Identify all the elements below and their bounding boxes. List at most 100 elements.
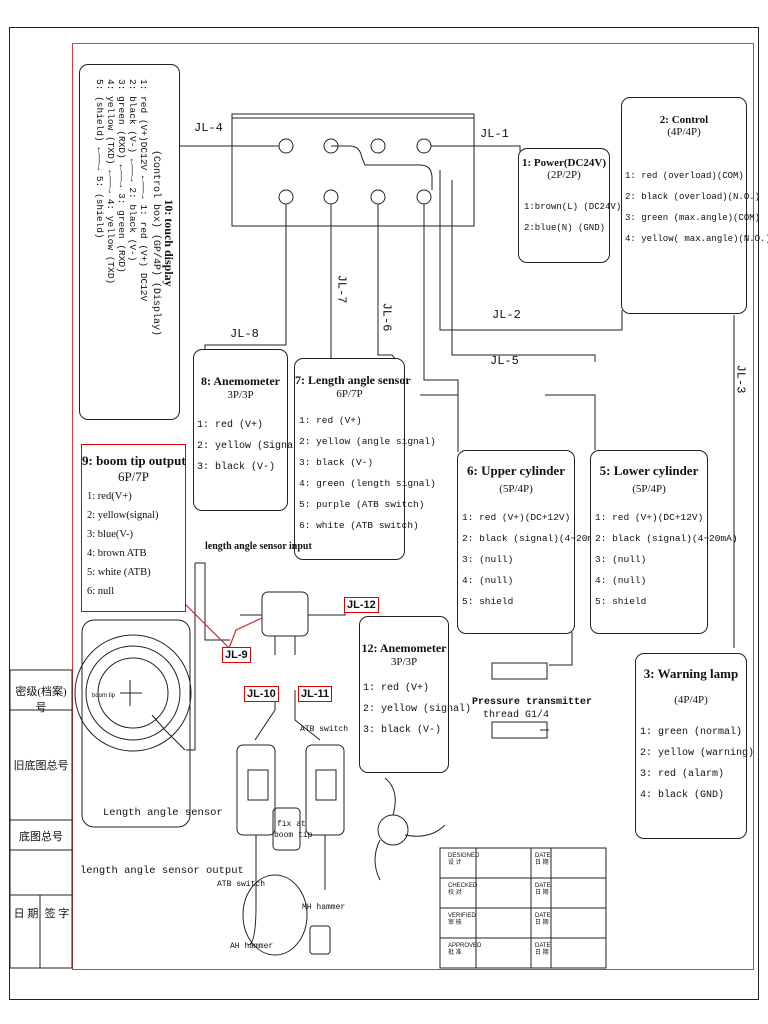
connector-jl6: JL-6 — [379, 302, 394, 332]
control-sub: (4P/4P) — [667, 126, 701, 138]
side-cell-4: 日 期 — [13, 908, 39, 920]
connector-jl11: JL-11 — [298, 686, 333, 702]
ah-hammer-label: AH hammer — [230, 942, 274, 951]
power-sub: (2P/2P) — [547, 169, 581, 181]
boom-tip-small-label: boom tip — [92, 693, 116, 699]
side-cell-5: 签 字 — [44, 908, 70, 920]
warning-lamp-sub: (4P/4P) — [674, 694, 708, 706]
length-angle-pin: 2: yellow (angle signal) — [299, 436, 436, 447]
control-pin: 1: red (overload)(COM) — [625, 171, 744, 181]
upper-cylinder-pin: 5: shield — [462, 596, 514, 607]
red-frame — [72, 43, 754, 970]
length-angle-pin: 3: black (V-) — [299, 457, 374, 468]
connector-jl10: JL-10 — [244, 686, 279, 702]
touch-display-title: 10: touch display — [162, 199, 176, 287]
anemometer12-pin: 1: red (V+) — [363, 683, 430, 694]
touch-display-content: 10: touch display (Control box) (GP/4P) … — [84, 73, 176, 413]
touch-display-pin: 5: (shield) ←——→ 5: (shield) — [94, 79, 105, 239]
connector-jl8: JL-8 — [230, 327, 259, 341]
upper-cylinder-pin: 4: (null) — [462, 575, 514, 586]
warning-lamp-pin: 4: black (GND) — [640, 790, 725, 801]
connector-jl9: JL-9 — [222, 647, 251, 663]
touch-display-pin: 1: red (V+)DC12V ←——→ 1: red (V+) DC12V — [138, 79, 149, 302]
touch-display-sub1: (Control box) — [150, 149, 161, 228]
connector-jl3: JL-3 — [733, 364, 748, 394]
lower-cylinder-box: 5: Lower cylinder (5P/4P) 1: red (V+)(DC… — [590, 450, 738, 634]
power-pin: 1:brown(L) (DC24V) — [524, 202, 622, 212]
anemometer12-box: 12: Anemometer 3P/3P 1: red (V+) 2: yell… — [359, 616, 472, 773]
touch-display-pin: 2: black (V-) ←——→ 2: black (V-) — [127, 79, 138, 262]
lower-cylinder-sub: (5P/4P) — [632, 483, 666, 495]
warning-lamp-pin: 3: red (alarm) — [640, 769, 725, 780]
las-output-label: length angle sensor output — [80, 865, 244, 877]
control-out-box: 2: Control (4P/4P) 1: red (overload)(COM… — [621, 97, 768, 314]
outer-frame — [9, 27, 759, 1000]
anemometer8-pin: 1: red (V+) — [197, 420, 264, 431]
boom-tip-pin: 5: white (ATB) — [87, 567, 151, 578]
control-box — [231, 113, 475, 227]
lower-cylinder-pin: 1: red (V+)(DC+12V) — [595, 512, 704, 523]
boom-tip-sub: 6P/7P — [117, 469, 150, 484]
length-angle-sub: 6P/7P — [336, 388, 363, 400]
boom-tip-title: 9: boom tip output — [82, 453, 186, 468]
las-sensor-label: Length angle sensor — [103, 807, 223, 819]
touch-display-box: 10: touch display (Control box) (GP/4P) … — [79, 64, 180, 420]
connector-jl7: JL-7 — [334, 274, 349, 304]
touch-display-sub3: (Display) — [150, 282, 161, 337]
boom-tip-pin: 2: yellow(signal) — [87, 510, 159, 521]
connector-jl12: JL-12 — [344, 597, 379, 613]
upper-cylinder-box: 6: Upper cylinder (5P/4P) 1: red (V+)(DC… — [457, 450, 605, 634]
fix-label-1: fix at — [277, 820, 306, 829]
side-cell-3: 底图总号 — [19, 831, 63, 843]
connector-jl2: JL-2 — [492, 308, 521, 322]
power-box: 1: Power(DC24V) (2P/2P) 1:brown(L) (DC24… — [518, 148, 622, 263]
touch-display-pin: 4: yellow (TXD) ←——→ 4: yellow (TXD) — [105, 79, 116, 285]
anemometer8-sub: 3P/3P — [227, 389, 254, 401]
control-title: 2: Control — [659, 114, 709, 126]
power-pin: 2:blue(N) (GND) — [524, 223, 606, 233]
length-angle-pin: 4: green (length signal) — [299, 478, 436, 489]
length-angle-title: 7: Length angle sensor — [295, 373, 411, 387]
upper-cylinder-title: 6: Upper cylinder — [467, 463, 565, 478]
boom-tip-box: 9: boom tip output 6P/7P 1: red(V+) 2: y… — [81, 444, 186, 612]
control-pin: 3: green (max.angle)(COM) — [625, 213, 761, 223]
length-angle-pin: 6: white (ATB switch) — [299, 520, 419, 531]
length-angle-pin: 5: purple (ATB switch) — [299, 499, 425, 510]
power-title: 1: Power(DC24V) — [522, 157, 606, 169]
boom-tip-pin: 3: blue(V-) — [87, 529, 133, 540]
warning-lamp-title: 3: Warning lamp — [643, 666, 739, 681]
anemometer8-pin: 3: black (V-) — [197, 462, 276, 473]
control-pin: 4: yellow( max.angle)(N.O.) — [625, 234, 768, 244]
connector-jl4: JL-4 — [194, 121, 223, 135]
upper-cylinder-pin: 3: (null) — [462, 554, 514, 565]
boom-tip-pin: 4: brown ATB — [87, 548, 147, 559]
boom-tip-pin: 1: red(V+) — [87, 491, 132, 502]
length-angle-pin: 1: red (V+) — [299, 415, 362, 426]
upper-cylinder-pin: 2: black (signal)(4~20mA) — [462, 533, 605, 544]
anemometer12-pin: 3: black (V-) — [363, 725, 442, 736]
mh-hammer-label: MH hammer — [302, 903, 346, 912]
lower-cylinder-title: 5: Lower cylinder — [599, 463, 699, 478]
las-input-label: length angle sensor input — [205, 541, 312, 552]
anemometer12-sub: 3P/3P — [390, 656, 418, 668]
anemometer12-pin: 2: yellow (signal) — [363, 704, 472, 715]
atb-switch-label-1: ATB switch — [300, 725, 349, 734]
touch-display-pin: 3: green (RXD) ←——→ 3: green (RXD) — [116, 79, 127, 273]
warning-lamp-pin: 1: green (normal) — [640, 727, 743, 738]
anemometer8-pin: 2: yellow (Signal) — [197, 441, 306, 452]
boom-tip-pin: 6: null — [87, 586, 115, 597]
pressure-label-2: thread G1/4 — [483, 710, 550, 721]
upper-cylinder-sub: (5P/4P) — [499, 483, 533, 495]
control-pin: 2: black (overload)(N.O.) — [625, 192, 761, 202]
anemometer8-title: 8: Anemometer — [201, 374, 280, 388]
atb-switch-label-2: ATB switch — [217, 880, 266, 889]
warning-lamp-box: 3: Warning lamp (4P/4P) 1: green (normal… — [635, 653, 754, 839]
upper-cylinder-pin: 1: red (V+)(DC+12V) — [462, 512, 571, 523]
